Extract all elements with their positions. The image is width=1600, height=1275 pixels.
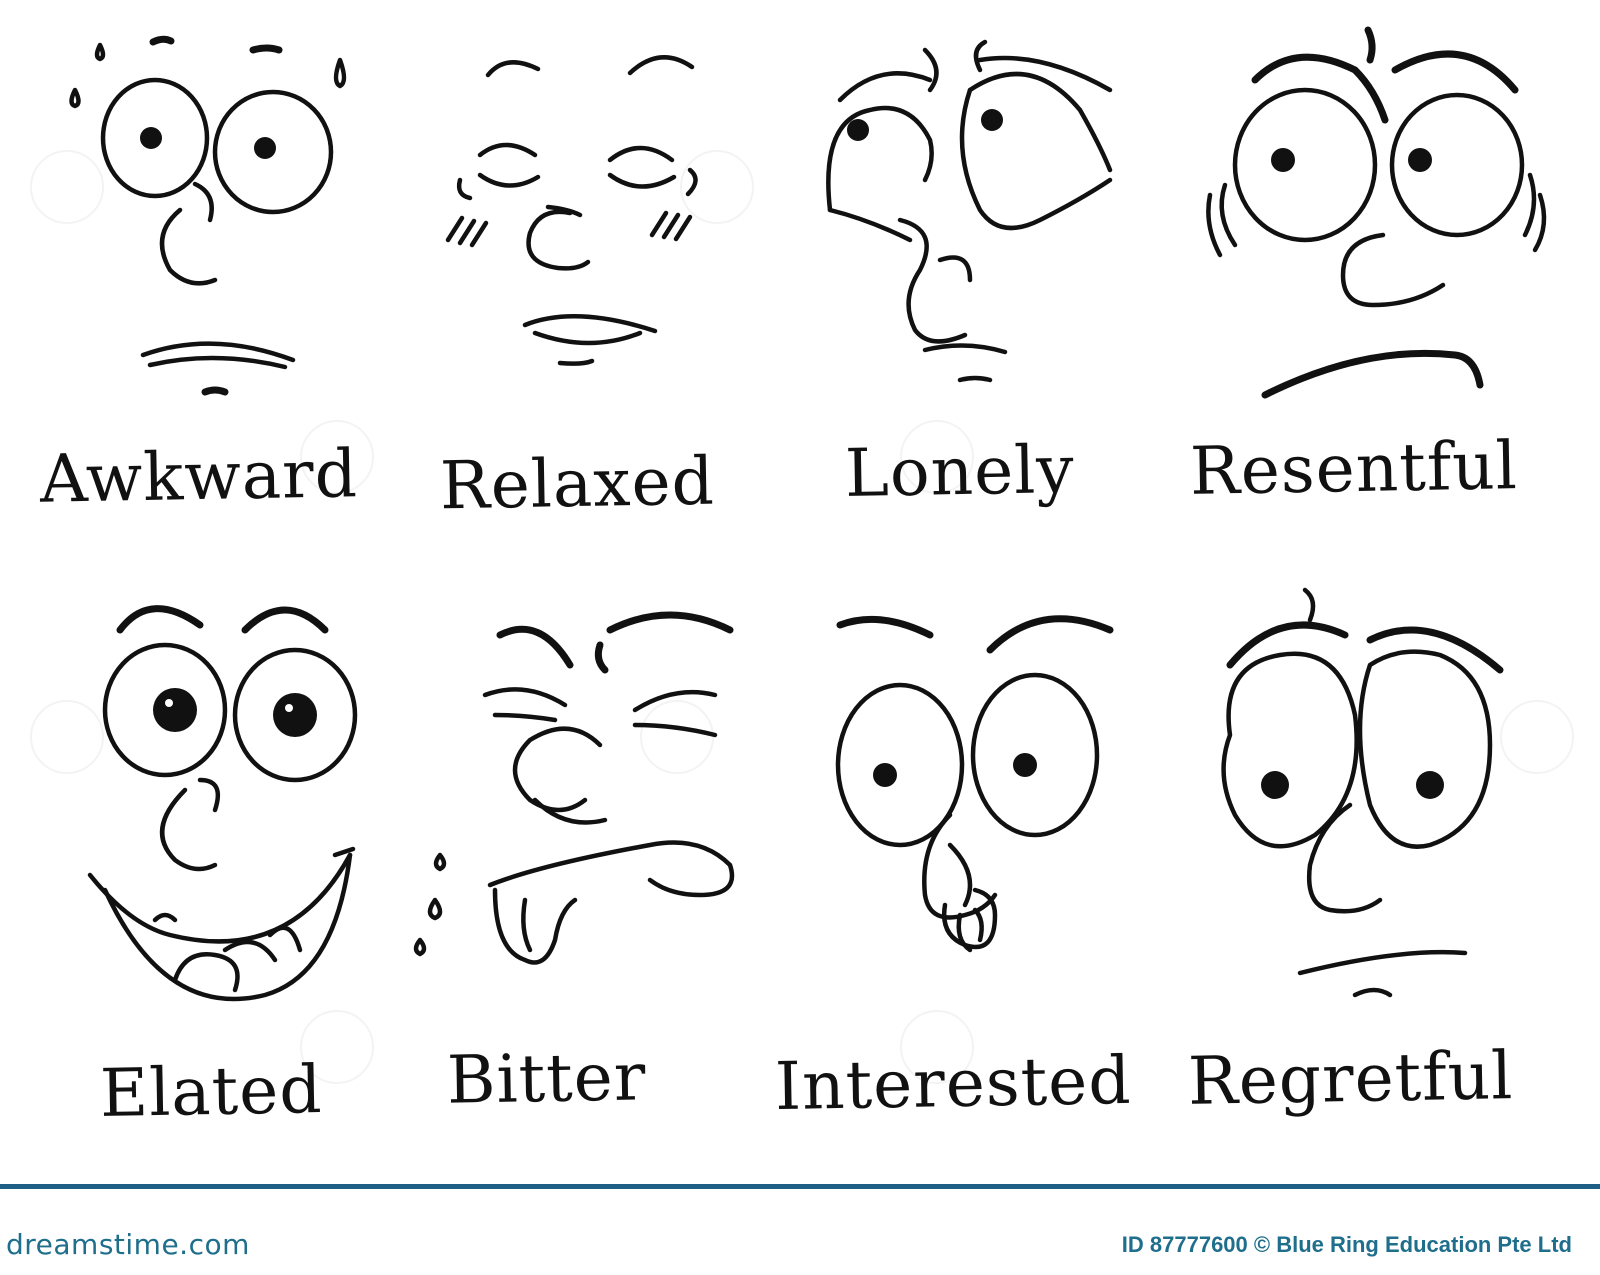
watermark-swirl xyxy=(680,150,754,224)
watermark-swirl xyxy=(900,1010,974,1084)
watermark-swirl xyxy=(1500,700,1574,774)
resentful-face-icon xyxy=(1195,26,1550,410)
face-label: Lonely xyxy=(844,431,1076,512)
watermark-swirl xyxy=(640,700,714,774)
face-label: Regretful xyxy=(1187,1037,1514,1120)
watermark-swirl xyxy=(300,420,374,494)
elated-face-icon xyxy=(65,590,385,1030)
footer-divider xyxy=(0,1184,1600,1189)
face-label: Bitter xyxy=(446,1038,647,1119)
watermark-swirl xyxy=(30,700,104,774)
awkward-face-icon xyxy=(55,20,375,410)
image-credit: ID 87777600 © Blue Ring Education Pte Lt… xyxy=(1121,1232,1572,1257)
relaxed-face-icon xyxy=(440,45,720,385)
lonely-face-icon xyxy=(820,39,1140,410)
watermark-swirl xyxy=(300,1010,374,1084)
face-label: Awkward xyxy=(39,435,359,518)
face-label: Interested xyxy=(774,1041,1133,1126)
face-label: Resentful xyxy=(1189,427,1519,510)
watermark-swirl xyxy=(900,420,974,494)
interested-face-icon xyxy=(830,605,1130,1025)
brand-logo-text[interactable]: dreamstime.com xyxy=(6,1228,250,1261)
bitter-face-icon xyxy=(413,600,760,1000)
regretful-face-icon xyxy=(1200,587,1550,1015)
footer: dreamstime.com ID 87777600 © Blue Ring E… xyxy=(0,1184,1600,1275)
watermark-swirl xyxy=(30,150,104,224)
face-label: Elated xyxy=(99,1051,324,1132)
emotion-faces-illustration: Awkward Relaxed xyxy=(30,20,1574,1132)
face-label: Relaxed xyxy=(439,442,716,525)
